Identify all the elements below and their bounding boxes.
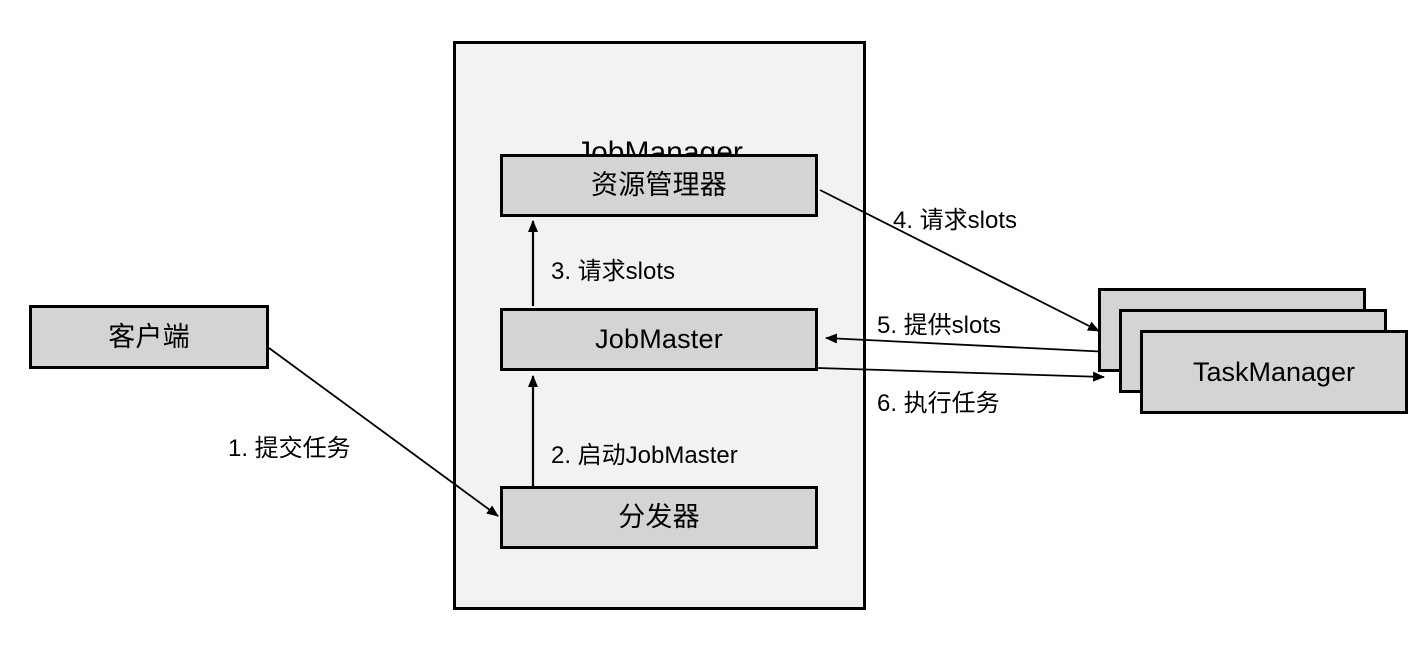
edge-5-label: 5. 提供slots [877, 312, 1002, 339]
edge-5-offer-slots [825, 333, 1111, 353]
node-task-manager-label: TaskManager [1192, 356, 1356, 387]
edge-3-label: 3. 请求slots [551, 258, 676, 285]
node-dispatcher[interactable]: 分发器 [500, 486, 818, 549]
node-resource-manager[interactable]: 资源管理器 [500, 154, 818, 217]
node-client[interactable]: 客户端 [29, 305, 269, 369]
edge-6-label: 6. 执行任务 [877, 390, 1000, 417]
edge-1-submit-job [268, 347, 499, 517]
edge-4-request-slots [819, 189, 1100, 332]
task-manager-sheet-front: TaskManager [1140, 330, 1408, 414]
node-resource-manager-label: 资源管理器 [591, 170, 727, 200]
edge-6-execute-task [817, 367, 1105, 382]
edge-1-label: 1. 提交任务 [228, 435, 351, 462]
node-job-master-label: JobMaster [595, 324, 723, 354]
edge-2-label: 2. 启动JobMaster [551, 442, 738, 469]
node-client-label: 客户端 [108, 321, 190, 352]
node-task-manager[interactable]: TaskManager [1098, 288, 1408, 414]
node-dispatcher-label: 分发器 [618, 502, 700, 532]
node-job-master[interactable]: JobMaster [500, 308, 818, 371]
edge-4-label: 4. 请求slots [893, 207, 1018, 234]
